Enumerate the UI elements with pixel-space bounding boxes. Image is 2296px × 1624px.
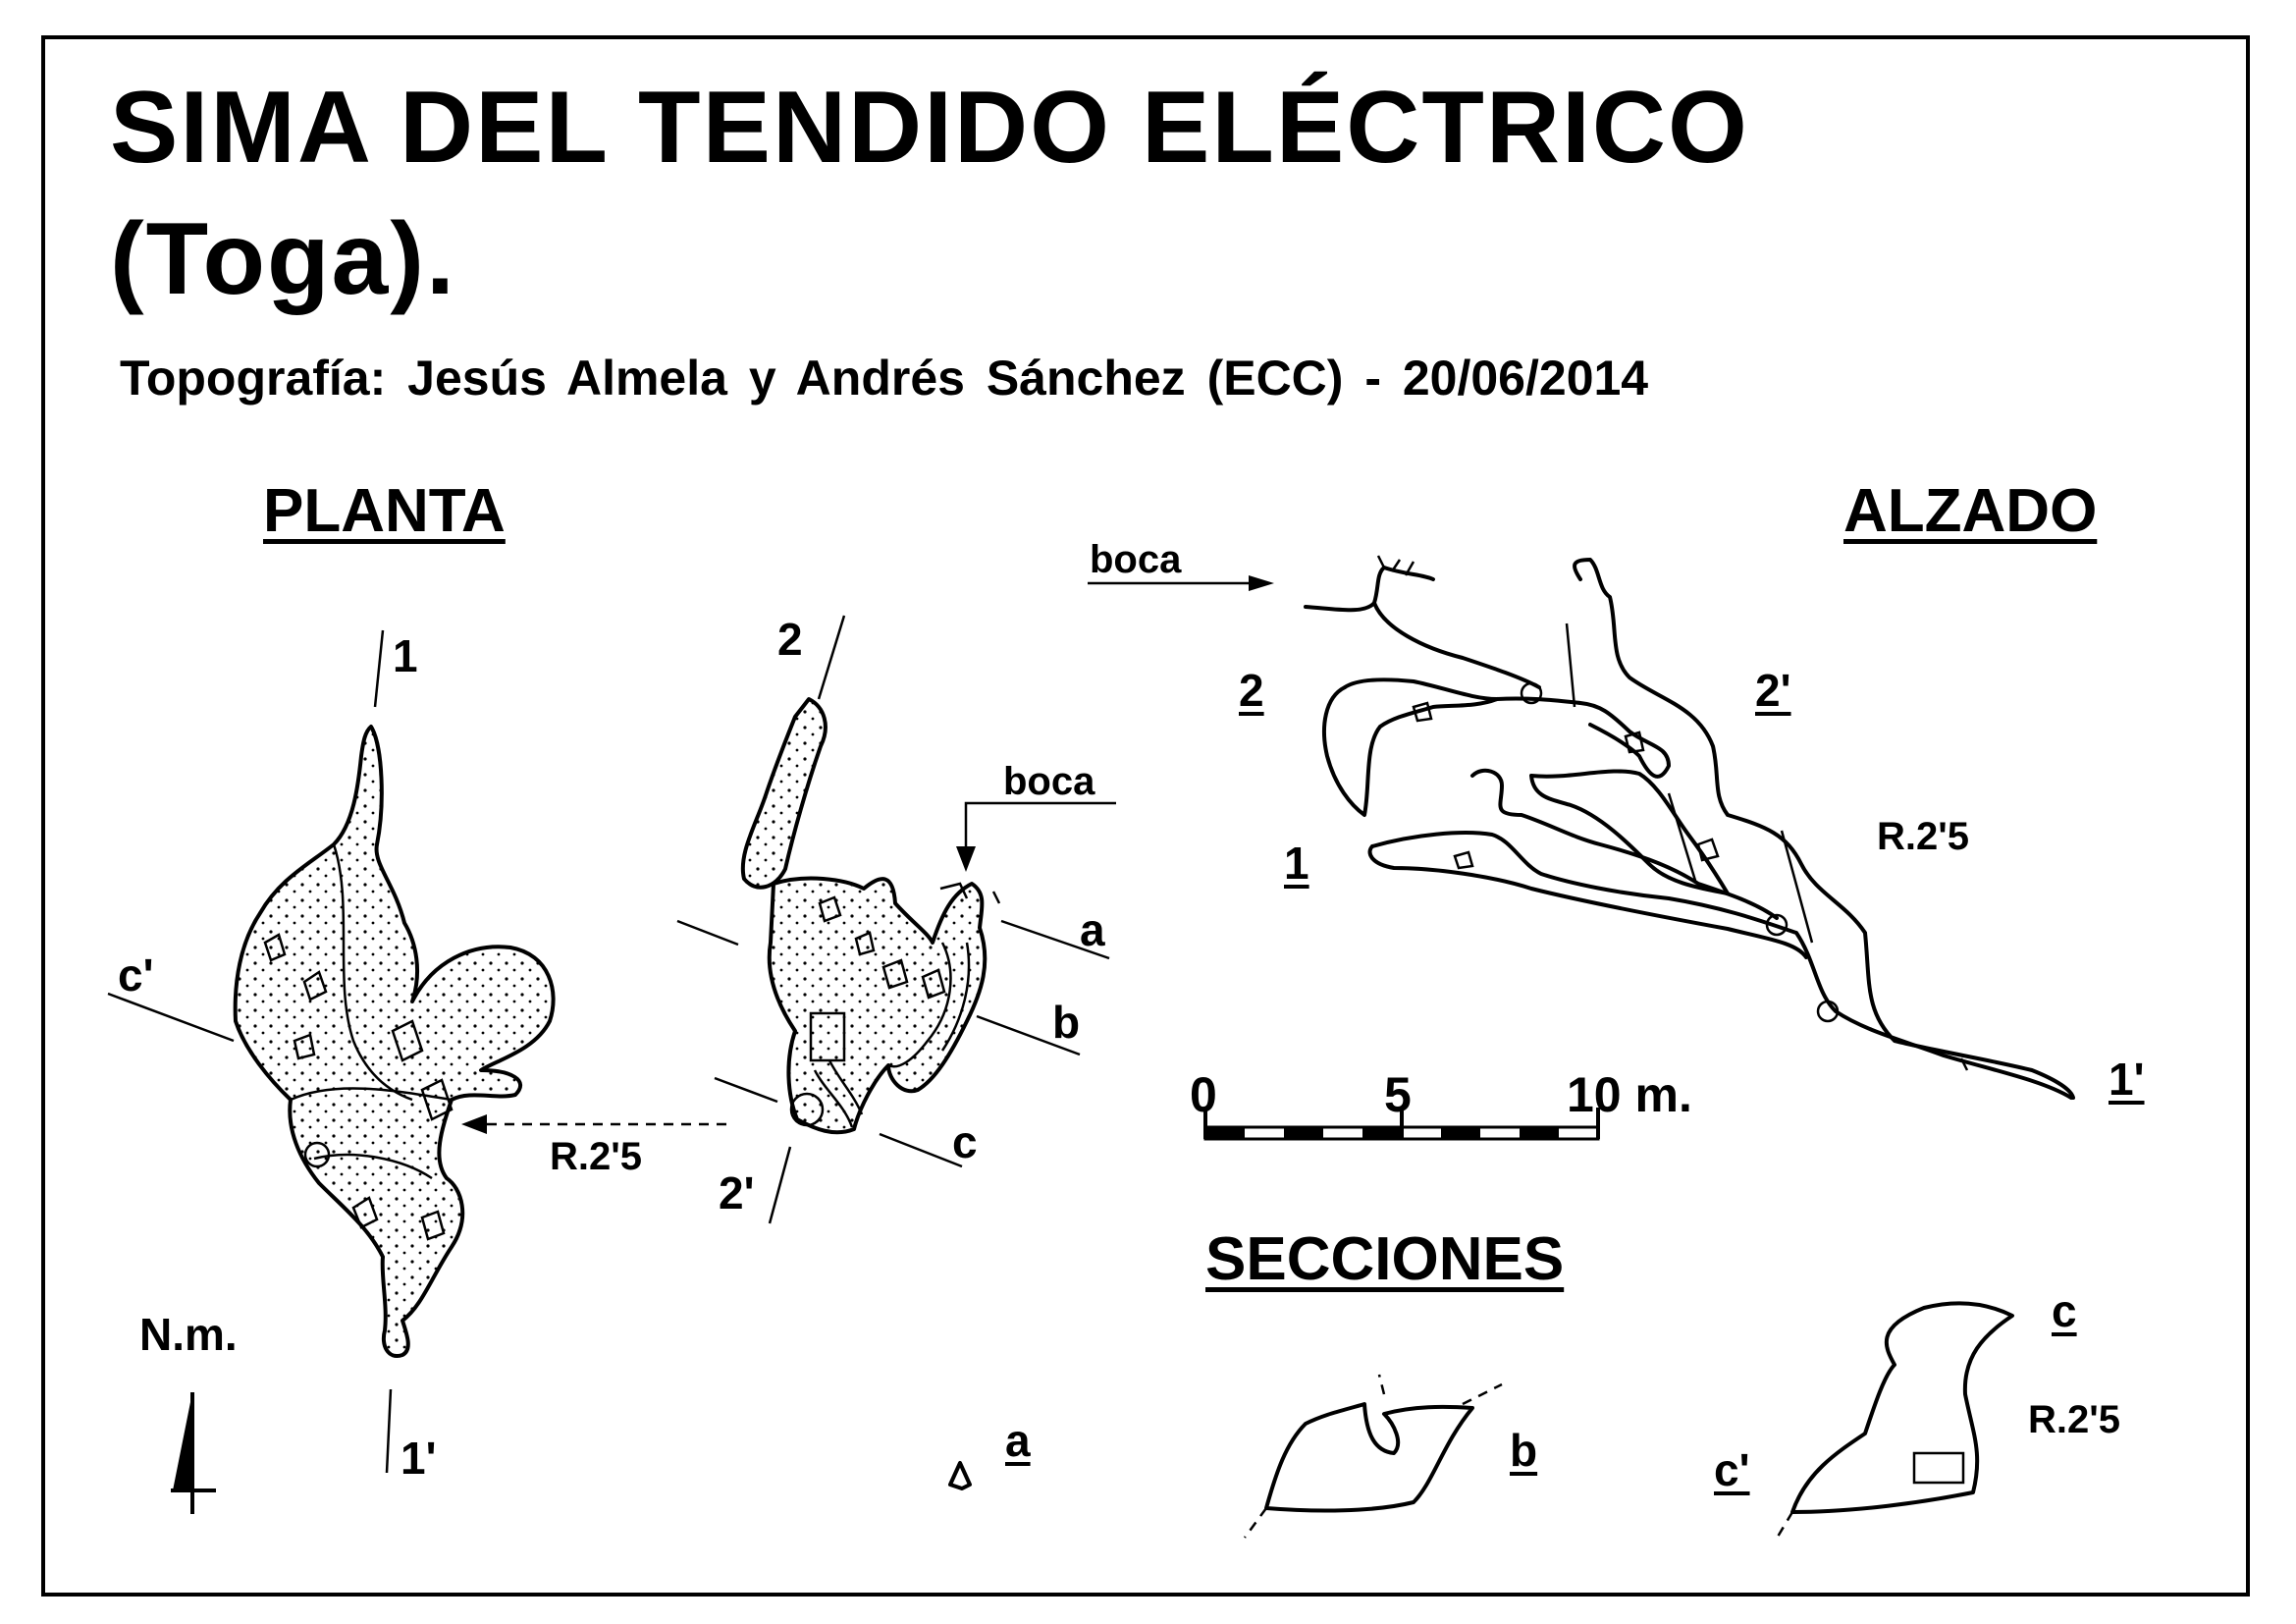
heading-sections: SECCIONES — [1205, 1225, 1565, 1293]
plan-left-cave — [233, 629, 556, 1474]
section-a-label: a — [1005, 1415, 1031, 1466]
plan-section-2-label: 2 — [777, 614, 803, 665]
plan-section-1p-label: 1' — [400, 1433, 437, 1484]
section-line-a-left — [676, 919, 739, 947]
elevation-section-2-label: 2 — [1239, 665, 1264, 716]
shaft-pointer-arrowhead — [461, 1114, 487, 1134]
plan-boca-pointer — [964, 801, 1116, 864]
section-line-c-right — [879, 1132, 963, 1168]
map-title-line1: SIMA DEL TENDIDO ELÉCTRICO — [110, 71, 1749, 185]
plan-boca-arrowhead — [956, 846, 976, 872]
section-b-label: b — [1510, 1425, 1538, 1476]
section-line-a-right — [1000, 919, 1110, 960]
section-cp-label: c' — [1714, 1444, 1750, 1495]
plan-section-a-label: a — [1080, 904, 1105, 955]
plan-shaft-label: R.2'5 — [550, 1135, 643, 1178]
plan-section-1-label: 1 — [393, 630, 418, 681]
section-shaft-label: R.2'5 — [2028, 1398, 2121, 1441]
elevation-section-2p-label: 2' — [1755, 665, 1791, 716]
section-c-label: c — [2052, 1285, 2077, 1336]
elevation-section-1p-label: 1' — [2109, 1054, 2145, 1105]
heading-elevation: ALZADO — [1843, 477, 2098, 545]
elevation-profile — [1088, 555, 2075, 1100]
section-line-b-right — [976, 1014, 1081, 1056]
map-title-line2: (Toga). — [110, 202, 456, 316]
north-label: N.m. — [139, 1309, 238, 1360]
section-line-c-left — [107, 992, 235, 1043]
scale-bar — [1203, 1108, 1600, 1141]
section-a-shape — [948, 1461, 972, 1490]
plan-section-b-label: b — [1052, 997, 1081, 1048]
section-line-c-left2 — [714, 1076, 778, 1104]
section-c-shape — [1773, 1301, 2014, 1543]
scale-mid-label: 5 — [1384, 1067, 1412, 1122]
elevation-section-1-label: 1 — [1284, 838, 1309, 889]
plan-boca-label: boca — [1003, 760, 1095, 803]
map-frame — [41, 35, 2250, 1597]
survey-credits: Topografía: Jesús Almela y Andrés Sánche… — [120, 351, 1649, 406]
scale-zero-label: 0 — [1190, 1067, 1217, 1122]
plan-right-cave — [740, 615, 1001, 1224]
section-b-shape — [1243, 1374, 1503, 1539]
elevation-shaft-label: R.2'5 — [1877, 815, 1970, 858]
plan-section-2p-label: 2' — [719, 1167, 755, 1218]
north-arrow-icon — [171, 1392, 216, 1514]
elevation-boca-label: boca — [1090, 538, 1182, 581]
heading-plan: PLANTA — [263, 477, 506, 545]
scale-end-label: 10 m. — [1567, 1067, 1692, 1122]
plan-section-c-label: c — [952, 1116, 978, 1167]
plan-section-cp-label: c' — [118, 949, 154, 1001]
